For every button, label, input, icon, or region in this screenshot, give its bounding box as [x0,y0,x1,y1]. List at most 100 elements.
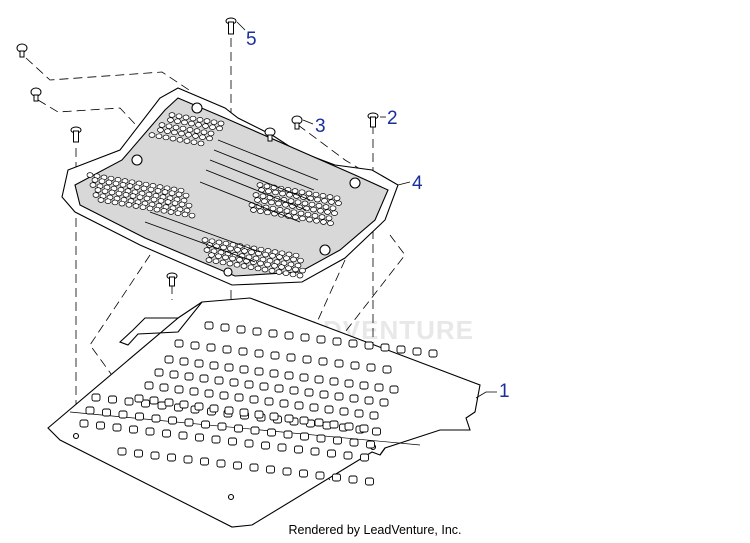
mat-cell [208,252,215,258]
plate-dimple [269,412,279,421]
plate-dimple [189,387,199,396]
plate-dimple [214,376,224,385]
mat-cell [297,210,305,217]
plate-dimple [244,439,254,448]
mat-cell [229,255,236,262]
plate-dimple [220,323,230,332]
mat-cell [290,209,298,215]
mat-cell [275,269,283,275]
plate-dimple [302,355,312,364]
mat-cell [303,205,310,212]
plate-dimple [300,333,310,342]
plate-dimple [102,408,111,417]
plate-dimple [144,381,154,390]
callout-4: 4 [412,173,423,194]
mat-cell [176,137,184,143]
plate-dimple [349,438,359,447]
mat-cell [285,265,292,271]
leader-lines [236,21,497,399]
mat-cell [160,208,168,214]
plate-dimple [261,441,270,450]
plate-dimple [211,435,221,444]
plate-dimple [229,378,239,387]
mat-cell [265,188,272,194]
plate-dimple [332,473,341,482]
plate-dimple [145,427,155,436]
mat-cell [219,259,227,266]
mat-cell [290,256,297,263]
plate-dimple [91,393,101,402]
mat-cell [92,192,100,198]
mat-cell [259,193,267,199]
mat-cell [324,209,331,215]
mat-cell [325,215,333,221]
mat-honeycomb [86,112,342,279]
mat-cell [328,199,335,205]
plate-dimple [382,365,392,374]
plate-dimple [304,388,314,397]
mat-cell [322,204,330,210]
mat-cell [250,207,257,213]
mat-cell [196,117,204,123]
plate-dimple [316,434,326,443]
mat-cell [287,198,295,204]
plate-dimple [267,428,276,437]
plate-dimple [79,419,89,428]
plate-dimple [129,425,138,434]
plate-dimple [250,426,260,435]
plate-dimple [283,430,293,439]
plate-dimple [366,363,376,372]
mat-cell [167,117,174,123]
mat-cell [318,214,326,220]
mat-cell [256,182,264,188]
mat-cell [203,247,211,253]
mat-cell [331,210,338,216]
mat-cell [296,272,304,279]
mat-cell [167,209,175,215]
plate-dimple [284,331,294,340]
mat-cell [327,220,334,226]
mat-cell [179,125,187,132]
mat-cell [272,189,279,196]
bolt-part-2 [367,112,379,128]
mat-cell [108,189,116,196]
mat-cell [136,194,144,200]
mat-cell [326,194,334,200]
plate-dimple [85,406,95,415]
mat-cell [207,130,215,137]
plate-dimple [389,385,399,394]
mat-cell [181,119,188,126]
plate-dimple [167,453,176,462]
mat-cell [190,139,198,145]
mat-cell [307,195,314,202]
plate-dimple [209,404,219,413]
mat-cell [275,200,282,207]
mat-cell [217,120,225,127]
plate-dimple [159,383,169,392]
mat-cell [299,267,306,274]
plate-dimple [327,449,336,458]
plate-dimple [219,391,229,400]
plate-dimple [350,361,360,370]
mat-cell [333,195,341,201]
mat-cell [233,262,241,268]
mat-cell [291,188,299,194]
plate-dimple [324,405,334,414]
mat-cell [118,200,126,207]
plate-dimple [249,463,259,472]
plate-dimple [274,384,284,393]
mat-cell [264,261,271,268]
mat-cell [175,113,183,119]
mat-cell [171,200,179,206]
mat-cell [147,186,155,193]
plate-dimple [209,361,219,370]
plate-dimple [348,475,358,484]
mat-cell [172,124,180,131]
plate-dimple [174,385,184,394]
mat-cell [257,260,264,267]
plate-dimple [249,395,259,404]
push-rivet-c [264,127,276,142]
mat-cell [222,254,229,261]
mat-cell [164,128,171,134]
mat-cell [241,248,248,254]
